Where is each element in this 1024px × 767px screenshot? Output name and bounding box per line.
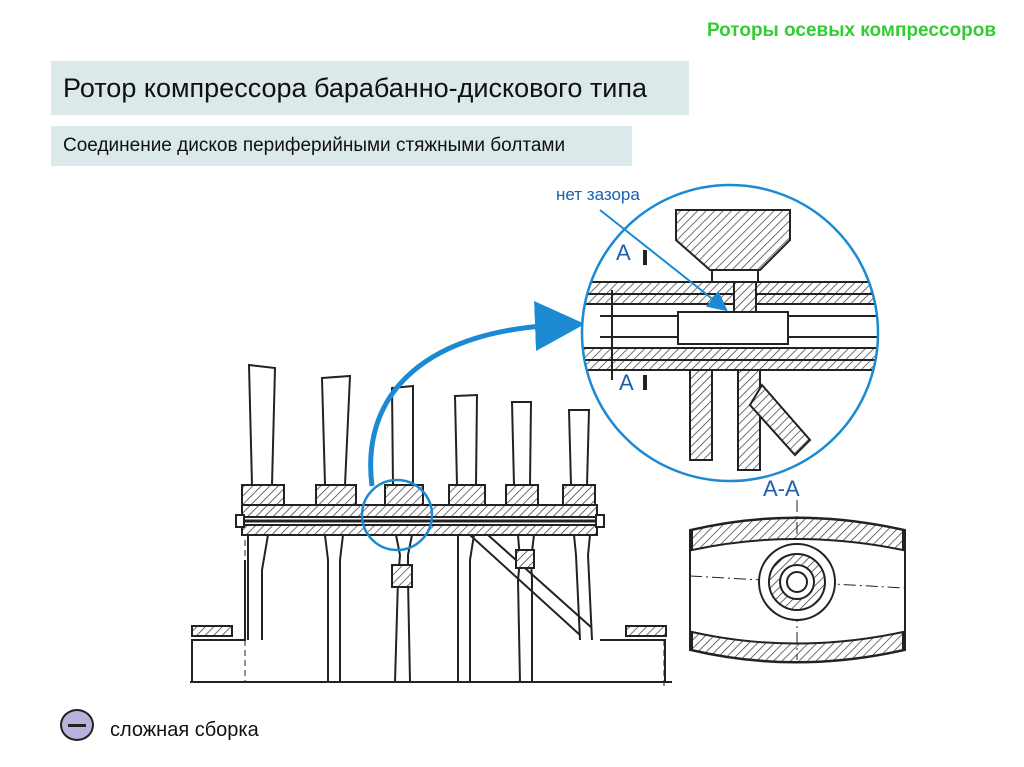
section-mark-bottom: А — [619, 370, 634, 395]
section-aa-title: А-А — [763, 476, 800, 501]
con-label: сложная сборка — [110, 719, 259, 741]
slide-subtitle-box: Соединение дисков периферийными стяжными… — [51, 126, 632, 166]
callout-circle-small — [360, 478, 434, 552]
section-topic: Роторы осевых компрессоров — [706, 20, 996, 41]
gap-pointer — [599, 209, 728, 312]
slide-subtitle: Соединение дисков периферийными стяжными… — [63, 135, 566, 156]
rotor-section — [190, 363, 672, 690]
detail-view — [580, 183, 880, 483]
callout-arrow — [368, 300, 585, 487]
section-mark-top: А — [616, 240, 631, 265]
slide-title-box: Ротор компрессора барабанно-дискового ти… — [51, 61, 689, 115]
callout-circle-large — [580, 183, 880, 483]
slide-title: Ротор компрессора барабанно-дискового ти… — [63, 72, 648, 103]
section-aa — [689, 500, 906, 664]
minus-icon — [60, 709, 94, 741]
no-gap-label: нет зазора — [556, 185, 640, 204]
